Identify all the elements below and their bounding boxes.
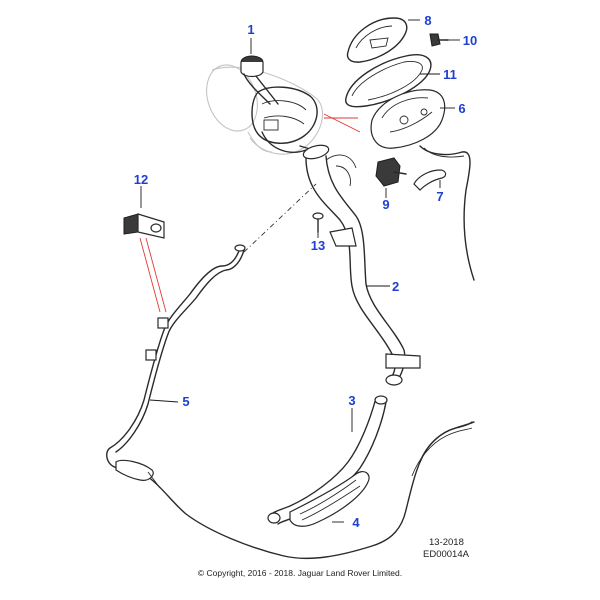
bolt-13	[312, 212, 324, 233]
leader-5	[149, 399, 179, 403]
callout-13: 13	[311, 238, 325, 253]
fuel-filler-gasket	[345, 54, 432, 108]
callout-1: 1	[247, 22, 254, 37]
vent-pipe	[106, 244, 475, 560]
screw-10	[429, 33, 449, 47]
red-leader-12b	[145, 237, 167, 313]
fuel-filler-flap	[346, 17, 408, 63]
alignment-line	[243, 183, 317, 253]
red-leader-a	[323, 113, 361, 133]
fuel-filler-pipe	[302, 144, 421, 386]
red-leader-12a	[139, 237, 161, 313]
callout-2: 2	[392, 279, 399, 294]
release-cable-clip	[413, 169, 447, 191]
filler-neck-housing	[251, 86, 321, 153]
callout-11: 11	[443, 67, 457, 82]
callout-12: 12	[134, 172, 148, 187]
callout-8: 8	[424, 13, 431, 28]
heat-shield	[289, 470, 370, 527]
callout-10: 10	[463, 33, 477, 48]
fuel-filler-housing	[370, 89, 446, 149]
callout-5: 5	[182, 394, 189, 409]
reference-year: 13-2018	[429, 537, 464, 548]
fuel-filler-cap	[240, 55, 279, 105]
release-cable	[419, 145, 475, 281]
callout-6: 6	[458, 101, 465, 116]
pipe-clip-12	[123, 213, 165, 239]
callout-7: 7	[436, 189, 443, 204]
copyright-notice: © Copyright, 2016 - 2018. Jaguar Land Ro…	[197, 568, 403, 578]
callout-4: 4	[352, 515, 360, 530]
callout-9: 9	[382, 197, 389, 212]
callout-3: 3	[348, 393, 355, 408]
reference-code: ED00014A	[423, 549, 469, 560]
filler-flap-actuator	[375, 157, 407, 187]
